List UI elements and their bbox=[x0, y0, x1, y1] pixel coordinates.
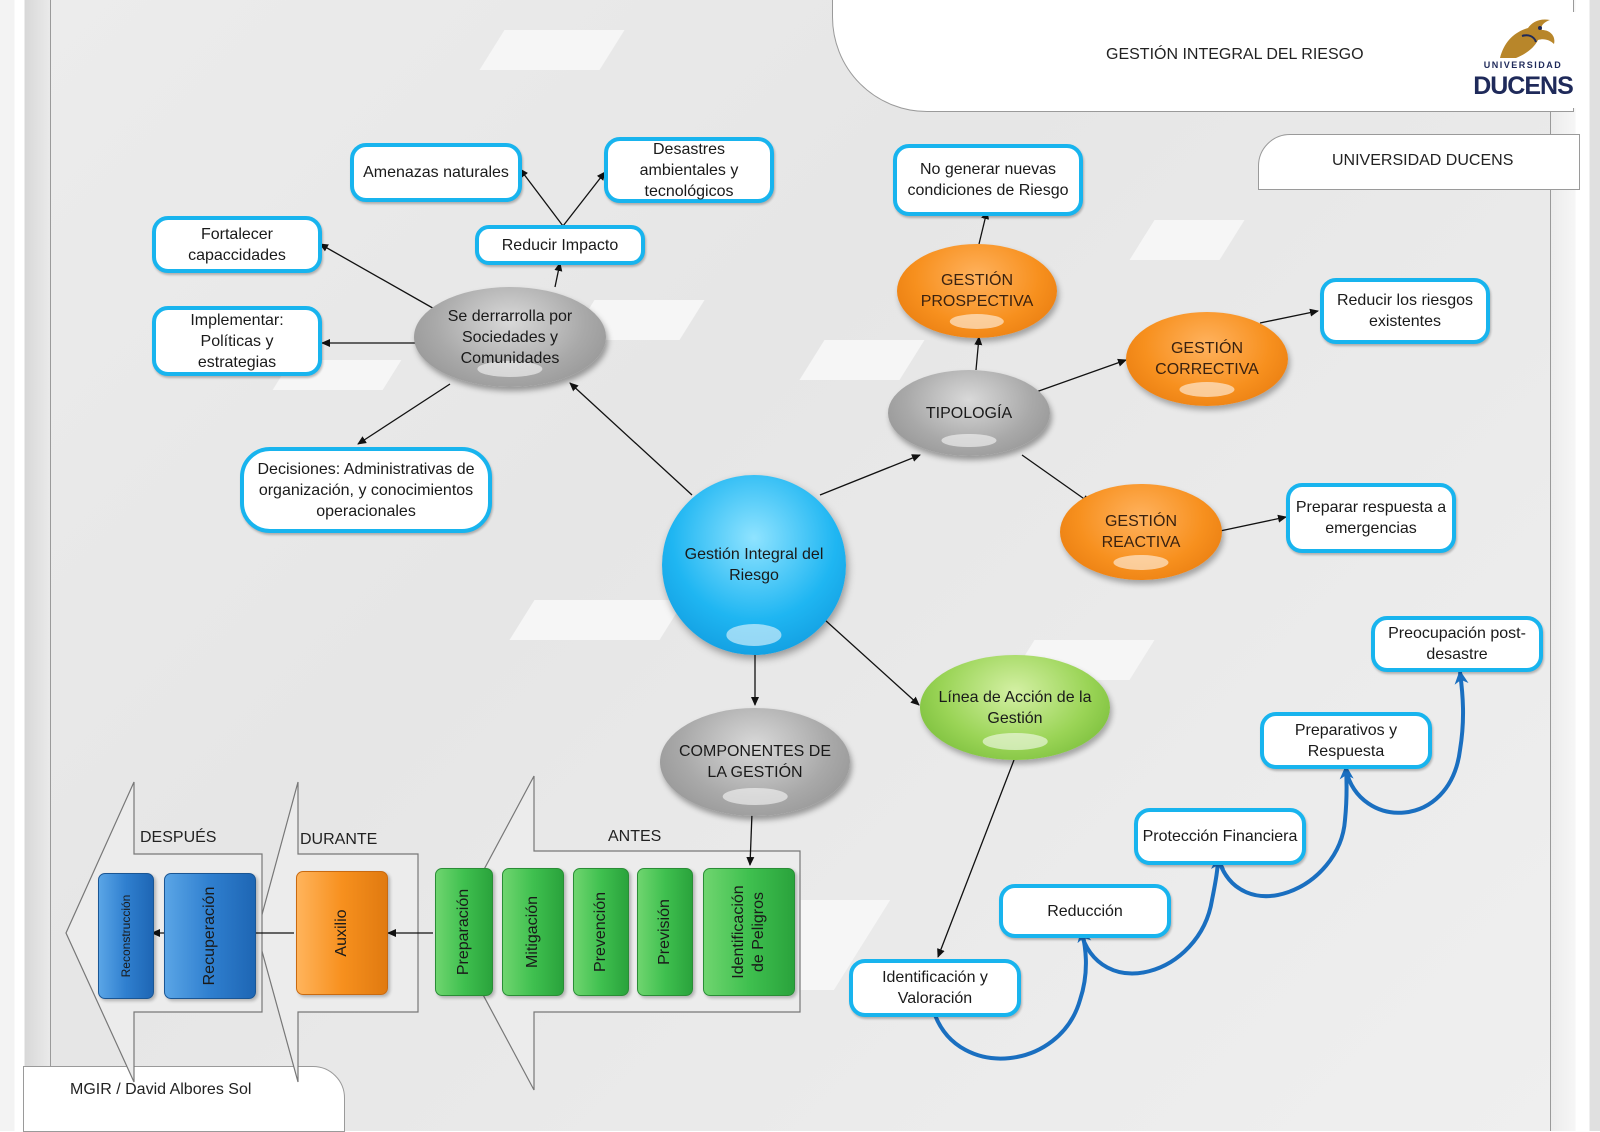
university-logo: UNIVERSIDAD DUCENS bbox=[1470, 12, 1576, 108]
connector bbox=[357, 383, 451, 445]
arc-connector bbox=[1216, 765, 1354, 899]
left-border bbox=[0, 0, 51, 1131]
header-panel bbox=[832, 0, 1574, 112]
arc-connector bbox=[933, 928, 1092, 1061]
horse-logo-icon bbox=[1500, 19, 1555, 58]
footer-panel bbox=[23, 1066, 345, 1132]
tipologia-node: TIPOLOGÍA bbox=[888, 370, 1050, 456]
linea-step-reduccion: Reducción bbox=[999, 884, 1171, 938]
connector bbox=[746, 812, 755, 866]
sociedades-node: Se derrarrolla por Sociedades y Comunida… bbox=[414, 287, 606, 387]
connector bbox=[824, 619, 920, 706]
connector bbox=[1259, 308, 1319, 324]
university-panel bbox=[1258, 134, 1580, 190]
stage-despues-label: DESPUÉS bbox=[140, 829, 217, 846]
linea-accion-node: Línea de Acción de la Gestión bbox=[920, 655, 1110, 760]
antes-step-prevencion: Prevención bbox=[573, 868, 629, 996]
connector bbox=[562, 171, 606, 227]
decisiones-box: Decisiones: Administrativas de organizac… bbox=[240, 447, 492, 533]
stage-antes-label: ANTES bbox=[608, 828, 662, 845]
connector bbox=[937, 759, 1015, 958]
connector bbox=[1021, 454, 1091, 504]
reducir-impacto-box: Reducir Impacto bbox=[475, 225, 645, 265]
correctiva-note-box: Reducir los riesgos existentes bbox=[1320, 278, 1490, 344]
prospectiva-note-box: No generar nuevas condiciones de Riesgo bbox=[893, 144, 1083, 216]
componentes-node: COMPONENTES DE LA GESTIÓN bbox=[660, 708, 850, 816]
gestion-prospectiva-node: GESTIÓN PROSPECTIVA bbox=[897, 244, 1057, 338]
linea-step-identificacion: Identificación y Valoración bbox=[849, 959, 1021, 1017]
desastres-box: Desastres ambientales y tecnológicos bbox=[604, 137, 774, 203]
reactiva-note-box: Preparar respuesta a emergencias bbox=[1286, 483, 1456, 553]
linea-step-post-desastre: Preocupación post-desastre bbox=[1371, 616, 1543, 672]
despues-step-reconstruccion: Reconstrucción bbox=[98, 873, 154, 999]
connector bbox=[319, 243, 446, 316]
connector bbox=[1219, 514, 1287, 532]
arc-connector bbox=[1344, 670, 1469, 815]
antes-step-prevision: Previsión bbox=[637, 868, 693, 996]
gestion-correctiva-node: GESTIÓN CORRECTIVA bbox=[1126, 312, 1288, 406]
linea-step-preparativos: Preparativos y Respuesta bbox=[1260, 712, 1432, 769]
gestion-reactiva-node: GESTIÓN REACTIVA bbox=[1060, 484, 1222, 580]
connector bbox=[569, 382, 693, 496]
page-title: GESTIÓN INTEGRAL DEL RIESGO bbox=[1106, 46, 1364, 63]
antes-step-preparacion: Preparación bbox=[435, 868, 493, 996]
stage-durante-label: DURANTE bbox=[300, 831, 378, 848]
connector bbox=[974, 336, 983, 371]
despues-step-recuperacion: Recuperación bbox=[164, 873, 256, 999]
connector bbox=[978, 210, 990, 245]
linea-step-proteccion: Protección Financiera bbox=[1134, 808, 1306, 865]
fortalecer-box: Fortalecer capaccidades bbox=[152, 216, 322, 273]
connector bbox=[1035, 358, 1127, 393]
logo-text-bottom: DUCENS bbox=[1473, 72, 1574, 100]
university-name: UNIVERSIDAD DUCENS bbox=[1332, 152, 1514, 169]
antes-step-mitigacion: Mitigación bbox=[502, 868, 564, 996]
center-node: Gestión Integral del Riesgo bbox=[662, 475, 846, 655]
connector bbox=[819, 454, 921, 496]
footer-author: MGIR / David Albores Sol bbox=[70, 1081, 252, 1098]
connector bbox=[554, 262, 563, 288]
amenazas-box: Amenazas naturales bbox=[350, 143, 522, 202]
implementar-box: Implementar: Políticas y estrategias bbox=[152, 306, 322, 376]
durante-step-auxilio: Auxilio bbox=[296, 871, 388, 995]
logo-text-top: UNIVERSIDAD bbox=[1483, 60, 1563, 70]
connector bbox=[519, 168, 564, 227]
antes-step-identificacion: Identificación de Peligros bbox=[703, 868, 795, 996]
arc-connector bbox=[1078, 855, 1225, 976]
